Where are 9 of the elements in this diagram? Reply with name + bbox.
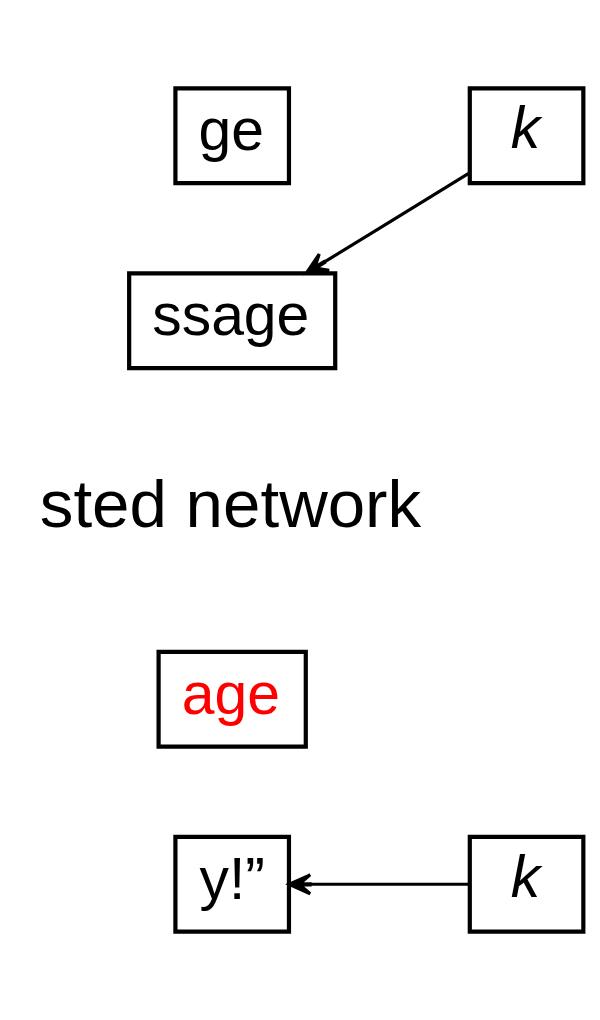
node-box: y!” xyxy=(173,834,292,934)
node-box: age xyxy=(156,649,308,749)
label: sted network xyxy=(39,466,422,542)
arrow xyxy=(287,873,470,896)
node-box: ge xyxy=(173,86,292,186)
arrow xyxy=(304,171,470,275)
node-box: ssage xyxy=(127,271,338,371)
node-box: k xyxy=(467,86,586,186)
node-box: k xyxy=(467,834,586,934)
